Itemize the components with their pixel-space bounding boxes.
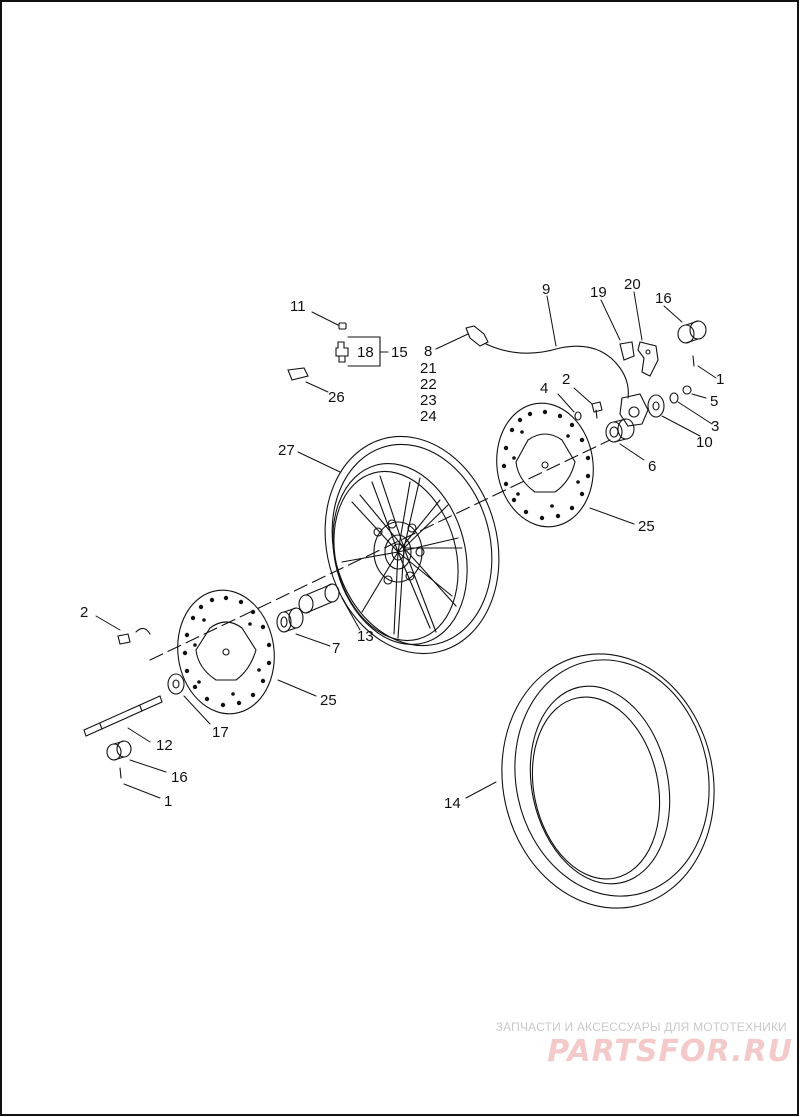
spacer-tube-13 [298, 583, 340, 614]
callout-25: 25 [638, 518, 655, 535]
callout-18: 18 [357, 344, 374, 361]
watermark-tagline: ЗАПЧАСТИ И АКСЕССУАРЫ ДЛЯ МОТОТЕХНИКИ [495, 1020, 787, 1034]
callout-2: 2 [562, 371, 570, 388]
axle-12 [83, 695, 163, 737]
callout-5: 5 [710, 393, 718, 410]
wheel-rim [324, 435, 500, 655]
leader-lines [95, 291, 717, 799]
bracket-19 [619, 341, 635, 361]
bolt-2-upper [591, 401, 603, 419]
callout-21: 21 [420, 360, 437, 377]
bearing-7 [276, 607, 304, 633]
washer-3 [669, 392, 679, 404]
valve-stem-18 [335, 341, 349, 363]
bolt-2-lower [117, 627, 151, 645]
callout-20: 20 [624, 276, 641, 293]
callout-2-lower: 2 [80, 604, 88, 621]
brake-disc-left [177, 589, 275, 715]
callout-1-lower: 1 [164, 793, 172, 810]
callout-12: 12 [156, 737, 173, 754]
spacer-17 [167, 673, 185, 695]
callout-16-lower: 16 [171, 769, 188, 786]
balance-weight-26 [287, 367, 309, 381]
nut-11 [338, 322, 347, 330]
callout-22: 22 [420, 376, 437, 393]
nut-5 [682, 385, 692, 395]
sensor-bracket [619, 393, 649, 427]
callout-3: 3 [711, 418, 719, 435]
callout-26: 26 [328, 389, 345, 406]
callout-13: 13 [357, 628, 374, 645]
speed-sensor-9 [465, 325, 629, 399]
callout-11: 11 [290, 298, 306, 315]
bracket-20 [637, 341, 659, 377]
screw-1-right [692, 355, 695, 367]
brake-disc-right [496, 402, 594, 528]
watermark-logo: PARTSFOR.RU [547, 1034, 793, 1069]
callout-24: 24 [420, 408, 437, 425]
bearing-6 [605, 418, 635, 443]
callout-labels: 9 19 20 16 11 8 18 15 21 22 23 24 1 4 2 … [80, 276, 724, 812]
callout-16: 16 [655, 290, 672, 307]
spacer-10 [647, 394, 665, 418]
callout-10: 10 [696, 434, 713, 451]
callout-25-lower: 25 [320, 692, 337, 709]
spacer-16-left [106, 740, 132, 761]
callout-9: 9 [542, 281, 550, 298]
spacer-16-right [677, 320, 707, 344]
callout-7: 7 [332, 640, 340, 657]
callout-4: 4 [540, 380, 548, 397]
callout-19: 19 [590, 284, 607, 301]
callout-14: 14 [444, 795, 461, 812]
screw-1-left [119, 767, 122, 779]
callout-23: 23 [420, 392, 437, 409]
callout-15: 15 [391, 344, 408, 361]
axle-centerline [149, 439, 611, 661]
tire [501, 653, 715, 909]
callout-6: 6 [648, 458, 656, 475]
callout-17: 17 [212, 724, 229, 741]
callout-1: 1 [716, 371, 724, 388]
washer-4 [574, 411, 582, 421]
callout-bracket-15 [347, 336, 389, 367]
callout-27: 27 [278, 442, 295, 459]
callout-8: 8 [424, 343, 432, 360]
